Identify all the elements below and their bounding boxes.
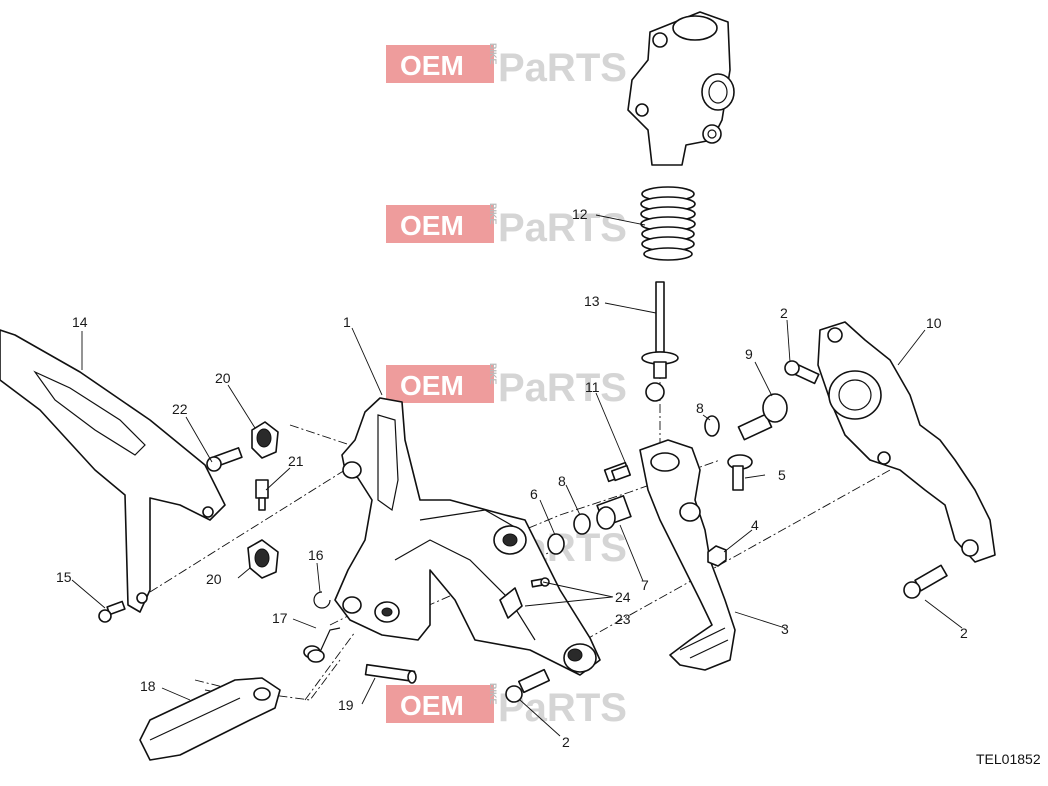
small-pin (610, 464, 632, 482)
callout-17: 17 (272, 610, 288, 626)
watermark-1: OEM BIKE PaRTS (386, 43, 627, 90)
callout-14: 14 (72, 314, 88, 330)
callout-12: 12 (572, 206, 588, 222)
bolt-bottom-center (505, 668, 551, 703)
drawing-code: TEL01852 (976, 751, 1041, 767)
callout-20-top: 20 (215, 370, 231, 386)
pivot-bolt-sleeve (737, 393, 788, 441)
push-rod (641, 281, 679, 402)
clamp-lower (247, 539, 279, 579)
footpeg (139, 677, 281, 761)
bolt-bottom-right (903, 564, 948, 599)
bolt-top (784, 360, 820, 385)
watermark-3: OEM BIKE PaRTS (386, 363, 627, 410)
callout-2-bottom-center: 2 (562, 734, 570, 750)
callout-8-right: 8 (696, 400, 704, 416)
footpeg-pin (364, 663, 417, 684)
switch-tab (499, 587, 523, 619)
spacer (596, 495, 632, 530)
callout-24: 24 (615, 589, 631, 605)
callout-16: 16 (308, 547, 324, 563)
clamp-upper (251, 421, 279, 459)
callout-11: 11 (585, 379, 600, 395)
svg-text:OEM: OEM (400, 370, 464, 401)
callout-18: 18 (140, 678, 156, 694)
side-plate-bracket (817, 321, 996, 563)
svg-text:BIKE: BIKE (488, 43, 498, 65)
callout-19: 19 (338, 697, 354, 713)
screw-guard (98, 600, 126, 623)
callout-10: 10 (926, 315, 942, 331)
svg-text:BIKE: BIKE (488, 683, 498, 705)
callout-4: 4 (751, 517, 759, 533)
watermark-5: OEM BIKE PaRTS (386, 683, 627, 730)
bolt-clamp (206, 447, 243, 472)
callout-13: 13 (584, 293, 600, 309)
callout-5: 5 (778, 467, 786, 483)
svg-text:OEM: OEM (400, 210, 464, 241)
heel-guard-plate (0, 329, 226, 613)
leader-lines (71, 214, 963, 737)
callout-3: 3 (781, 621, 789, 637)
adjuster-stud (255, 479, 269, 511)
callout-labels: 1 14 20 22 21 20 15 16 17 18 19 2 23 24 … (56, 206, 968, 750)
callout-8-left: 8 (558, 473, 566, 489)
callout-9: 9 (745, 346, 753, 362)
washer-left (573, 513, 591, 535)
nut (707, 545, 727, 567)
callout-2-right: 2 (960, 625, 968, 641)
washer-right (704, 415, 720, 437)
footpeg-bracket (334, 397, 601, 676)
svg-text:PaRTS: PaRTS (498, 366, 627, 410)
callout-1: 1 (343, 314, 351, 330)
svg-text:OEM: OEM (400, 50, 464, 81)
rear-brake-pedal (603, 439, 736, 671)
callout-6: 6 (530, 486, 538, 502)
svg-text:BIKE: BIKE (488, 363, 498, 385)
spring (640, 186, 696, 261)
callout-15: 15 (56, 569, 72, 585)
callout-22: 22 (172, 401, 188, 417)
rear-brake-master-cylinder (627, 11, 735, 166)
return-spring (303, 627, 341, 663)
callout-7: 7 (641, 577, 649, 593)
callout-2-top: 2 (780, 305, 788, 321)
callout-21: 21 (288, 453, 304, 469)
svg-text:OEM: OEM (400, 690, 464, 721)
watermark-2: OEM BIKE PaRTS (386, 203, 627, 250)
svg-text:PaRTS: PaRTS (498, 46, 627, 90)
svg-text:PaRTS: PaRTS (498, 206, 627, 250)
callout-20-bottom: 20 (206, 571, 222, 587)
bushing (547, 533, 565, 555)
clevis-pin (727, 454, 753, 491)
callout-23: 23 (615, 611, 631, 627)
svg-text:BIKE: BIKE (488, 203, 498, 225)
retaining-clip (313, 591, 331, 609)
